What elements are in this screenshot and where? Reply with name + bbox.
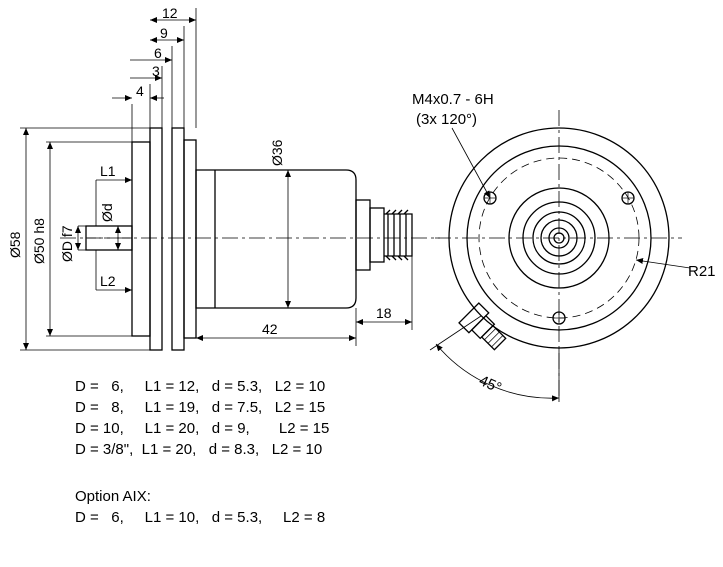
encoder-housing [195,169,357,309]
dim-18-label: 18 [376,305,392,321]
dim-36-label: Ø36 [269,139,285,166]
dim-3-label: 3 [152,63,160,79]
flange-plate-front [149,127,163,351]
radius-leader [635,258,691,269]
table-row: D = 8, L1 = 19, d = 7.5, L2 = 15 [75,399,326,416]
thread-leader [451,127,491,199]
shaft-dimension-table: D = 6, L1 = 12, d = 5.3, L2 = 10 D = 8, … [75,376,329,528]
flange-plate-middle [171,127,185,351]
option-title: Option AIX: [75,488,151,505]
angle-label: 45° [476,372,504,397]
table-row: D = 6, L1 = 12, d = 5.3, L2 = 10 [75,378,326,395]
dim-50-label: Ø50 h8 [31,218,47,264]
dim-6-label: 6 [154,45,162,61]
thread-spec-label: M4x0.7 - 6H [412,91,494,108]
front-view [429,110,691,402]
dim-4-label: 4 [136,83,144,99]
dim-l1-label: L1 [100,163,116,179]
dim-58-label: Ø58 [7,231,23,258]
connector [355,199,413,271]
thread-count-label: (3x 120°) [416,111,477,128]
angle-arc [435,343,560,402]
flange-collar [183,139,197,339]
pilot-spigot [131,141,151,337]
dim-42-label: 42 [262,321,278,337]
dim-9-label: 9 [160,25,168,41]
radius-label: R21 [688,263,716,280]
table-row: D = 3/8", L1 = 20, d = 8.3, L2 = 10 [75,441,323,458]
table-row: D = 10, L1 = 20, d = 9, L2 = 15 [75,420,330,437]
option-row: D = 6, L1 = 10, d = 5.3, L2 = 8 [75,509,326,526]
dim-l2-label: L2 [100,273,116,289]
mounting-holes [483,191,635,325]
dim-D-label: ØD f7 [59,225,75,262]
dim-d-small-label: Ød [99,203,115,222]
side-view [20,8,440,351]
dim-12-label: 12 [162,5,178,21]
